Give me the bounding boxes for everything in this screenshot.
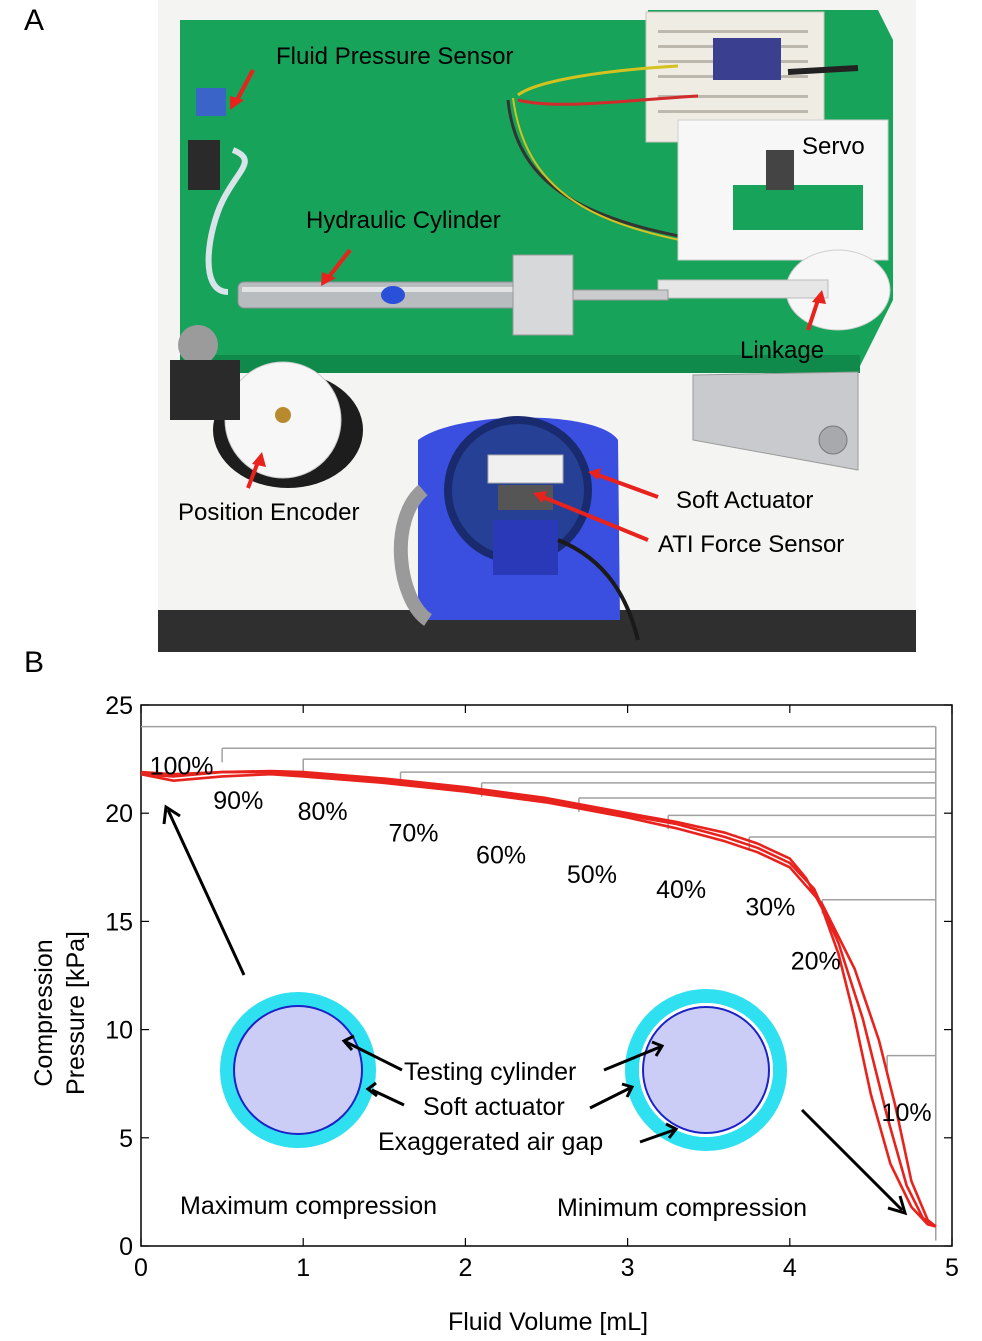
- panel-b-label: B: [24, 646, 45, 679]
- pressure-sensor-fitting: [188, 140, 220, 190]
- sensor-wire-red: [517, 94, 699, 106]
- x-axis-label: Fluid Volume [mL]: [448, 1308, 648, 1336]
- fill-percentage-label: 40%: [656, 876, 706, 904]
- panel-a-label: A: [24, 4, 45, 37]
- y-tick-label: 0: [119, 1233, 133, 1261]
- label-min-compression: Minimum compression: [557, 1194, 807, 1222]
- label-max-compression: Maximum compression: [180, 1192, 437, 1220]
- x-tick-label: 5: [945, 1254, 959, 1282]
- fill-percentage-label: 80%: [298, 798, 348, 826]
- x-tick-label: 3: [621, 1254, 635, 1282]
- y-tick-label: 15: [105, 908, 133, 936]
- min-actuator-ring: [625, 989, 787, 1151]
- y-tick-label: 20: [105, 800, 133, 828]
- x-tick-label: 4: [783, 1254, 797, 1282]
- label-position-encoder: Position Encoder: [178, 499, 359, 526]
- servo-window: [766, 150, 794, 190]
- fixture-handle: [393, 484, 433, 626]
- pressure-volume-chart: 0 1 2 3 4 5 0 5 10 15 20 25 100% 90% 80% 70% 60% 50% 40% 3…: [30, 692, 959, 1336]
- y-axis-label-line1: Compression: [30, 939, 58, 1086]
- label-ati-force-sensor: ATI Force Sensor: [658, 531, 844, 558]
- annotation-layer: 100% 90% 80% 70% 60% 50% 40% 30% 20% 10%: [150, 753, 932, 1127]
- fill-percentage-label: 30%: [745, 893, 795, 921]
- cylinder-label-sticker: [381, 286, 405, 304]
- pressure-curve-1: [140, 772, 937, 1228]
- servo-tape: [733, 185, 863, 230]
- cylinder-mount: [512, 254, 574, 336]
- label-air-gap: Exaggerated air gap: [378, 1128, 603, 1156]
- y-tick-label: 25: [105, 692, 133, 720]
- label-servo: Servo: [802, 133, 865, 160]
- label-soft-actuator: Soft Actuator: [676, 487, 813, 514]
- y-tick-label: 5: [119, 1125, 133, 1153]
- plot-frame: [140, 704, 953, 1247]
- experimental-setup-photo: Fluid Pressure Sensor Servo Hydraulic Cy…: [158, 0, 916, 652]
- power-cable: [787, 65, 859, 75]
- pressure-curve-2: [140, 770, 937, 1228]
- y-tick-label: 10: [105, 1017, 133, 1045]
- fill-percentage-label: 70%: [388, 820, 438, 848]
- fluid-tube: [205, 147, 248, 295]
- y-axis-label-line2: Pressure [kPa]: [62, 931, 90, 1095]
- label-fluid-pressure-sensor: Fluid Pressure Sensor: [276, 43, 513, 70]
- pressure-sensor-board: [196, 88, 226, 116]
- min-testing-cylinder: [642, 1006, 770, 1134]
- linkage-arm: [657, 279, 829, 299]
- sensor-wires: [517, 64, 679, 97]
- hydraulic-cylinder-highlight: [242, 287, 524, 292]
- fill-percentage-label: 50%: [567, 861, 617, 889]
- y-axis-label: Compression Pressure [kPa]: [30, 931, 90, 1095]
- label-linkage: Linkage: [740, 337, 824, 364]
- fill-percentage-label: 10%: [882, 1099, 932, 1127]
- encoder-knob: [178, 325, 218, 365]
- fixture-cable: [557, 538, 640, 641]
- label-testing-cylinder: Testing cylinder: [404, 1058, 576, 1086]
- green-board-shadow: [180, 355, 860, 373]
- fill-percentage-label: 20%: [791, 947, 841, 975]
- inset-arrows: [162, 804, 908, 1216]
- inset-layer: Testing cylinder Soft actuator Exaggerat…: [162, 804, 908, 1222]
- microcontroller-board: [713, 38, 781, 80]
- series-layer: [140, 769, 937, 1228]
- max-testing-cylinder: [233, 1005, 363, 1135]
- fill-percentage-label: 90%: [213, 787, 263, 815]
- x-tick-label: 0: [134, 1254, 148, 1282]
- fixture-opening: [493, 520, 558, 575]
- encoder-hub: [275, 407, 291, 423]
- fill-percentage-label: 60%: [476, 841, 526, 869]
- red-annotation-arrows: [230, 69, 826, 542]
- mounting-plate: [692, 371, 859, 471]
- label-soft-actuator-inset: Soft actuator: [423, 1093, 565, 1121]
- fill-percentage-label: 100%: [150, 753, 214, 781]
- pressure-curve-3: [140, 769, 937, 1228]
- ati-force-sensor: [487, 454, 564, 484]
- max-actuator-ring: [220, 992, 376, 1148]
- x-tick-label: 1: [296, 1254, 310, 1282]
- encoder-clamp: [170, 360, 240, 420]
- label-hydraulic-cylinder: Hydraulic Cylinder: [306, 207, 501, 234]
- axes-layer: 0 1 2 3 4 5 0 5 10 15 20 25: [105, 692, 959, 1282]
- mounting-bolt: [818, 425, 848, 455]
- x-tick-label: 2: [458, 1254, 472, 1282]
